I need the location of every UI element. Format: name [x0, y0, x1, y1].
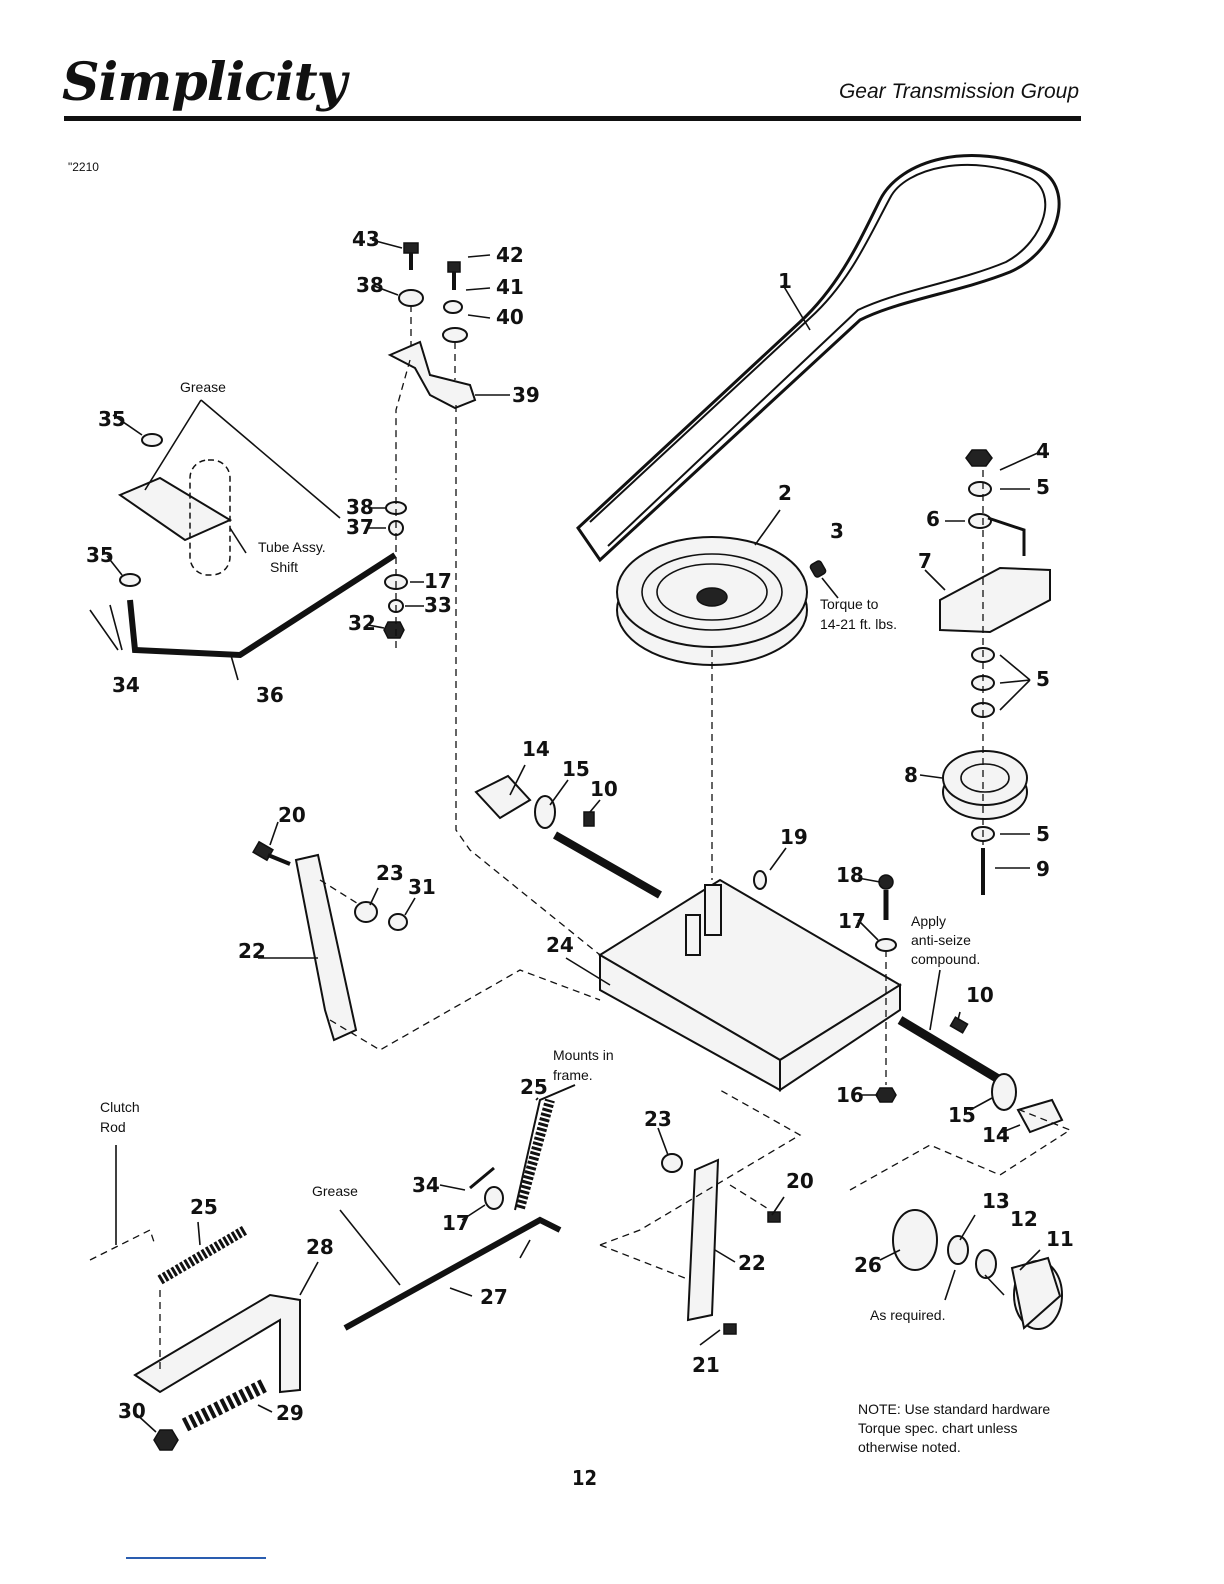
part-number: 22 [738, 1251, 766, 1275]
leader-lines [89, 239, 1041, 1433]
part-number: 13 [982, 1189, 1010, 1213]
section-title: Gear Transmission Group [838, 80, 1079, 103]
callout-rod: Rod [100, 1119, 126, 1135]
part-number: 5 [1036, 475, 1050, 499]
idler-stack [939, 449, 1051, 895]
callout-tube-shift: Shift [270, 559, 298, 575]
part-number: 15 [948, 1103, 976, 1127]
part-number: 21 [692, 1353, 720, 1377]
part-number: 27 [480, 1285, 508, 1309]
callout-torque-value: 14-21 ft. lbs. [820, 616, 897, 632]
callout-clutch: Clutch [100, 1099, 140, 1115]
shift-fastener-stack [383, 485, 408, 650]
page-number: 12 [572, 1466, 598, 1490]
part-number: 12 [1010, 1207, 1038, 1231]
transmission-part [553, 831, 1003, 1092]
part-number: 1 [778, 269, 792, 293]
header-rule [64, 116, 1081, 121]
callout-apply: Apply [911, 913, 946, 929]
callout-compound: compound. [911, 951, 980, 967]
part-number: 20 [278, 803, 306, 827]
callout-torque: Torque to [820, 596, 879, 612]
part-number: 28 [306, 1235, 334, 1259]
note-line-2: Torque spec. chart unless [858, 1420, 1018, 1436]
part-number: 34 [412, 1173, 440, 1197]
bracket-22-right [686, 1158, 720, 1322]
callout-mounts: Mounts in [553, 1047, 614, 1063]
callout-grease-bottom: Grease [312, 1183, 358, 1199]
part-number: 16 [836, 1083, 864, 1107]
bracket-hardware [252, 840, 781, 1335]
callout-frame: frame. [553, 1067, 593, 1083]
top-bracket-parts [387, 242, 601, 956]
part-number: 10 [966, 983, 994, 1007]
part-number: 17 [838, 909, 866, 933]
part-number: 17 [424, 569, 452, 593]
part-number: 5 [1036, 667, 1050, 691]
part-number: 20 [786, 1169, 814, 1193]
clutch-linkage [89, 1084, 576, 1451]
callout-tube-assy: Tube Assy. [258, 539, 326, 555]
left-axle-parts [474, 774, 595, 829]
part-number: 5 [1036, 822, 1050, 846]
part-number: 18 [836, 863, 864, 887]
part-number: 24 [546, 933, 574, 957]
part-number: 23 [376, 861, 404, 885]
part-number: 8 [904, 763, 918, 787]
part-number: 23 [644, 1107, 672, 1131]
part-number: 41 [496, 275, 524, 299]
callout-as-required: As required. [870, 1307, 945, 1323]
part-number: 14 [982, 1123, 1010, 1147]
note-line-3: otherwise noted. [858, 1439, 961, 1455]
bearing-parts [892, 1209, 1063, 1330]
model-number: "2210 [68, 160, 99, 174]
bracket-22-left [294, 853, 358, 1042]
part-number: 6 [926, 507, 940, 531]
part-number: 35 [98, 407, 126, 431]
part-number: 17 [442, 1211, 470, 1235]
part-number: 25 [520, 1075, 548, 1099]
part-number: 42 [496, 243, 524, 267]
part-number: 15 [562, 757, 590, 781]
part-number: 40 [496, 305, 524, 329]
part-number-labels: 1 2 3 4 5 5 5 6 7 8 9 10 10 11 12 13 14 … [86, 227, 1074, 1425]
callout-grease-top: Grease [180, 379, 226, 395]
shift-lever-parts [117, 433, 397, 659]
part-number: 36 [256, 683, 284, 707]
part-number: 38 [346, 495, 374, 519]
part-number: 2 [778, 481, 792, 505]
callout-anti-seize: anti-seize [911, 932, 971, 948]
part-number: 31 [408, 875, 436, 899]
part-number: 35 [86, 543, 114, 567]
part-number: 22 [238, 939, 266, 963]
part-number: 33 [424, 593, 452, 617]
part-number: 32 [348, 611, 376, 635]
note-line-1: NOTE: Use standard hardware [858, 1401, 1050, 1417]
part-number: 14 [522, 737, 550, 761]
brand-logo: Simplicity [62, 52, 347, 113]
part-number: 30 [118, 1399, 146, 1423]
part-number: 4 [1036, 439, 1050, 463]
part-number: 11 [1046, 1227, 1074, 1251]
v-belt-part [576, 154, 1061, 563]
part-number: 43 [352, 227, 380, 251]
part-number: 38 [356, 273, 384, 297]
part-number: 7 [918, 549, 932, 573]
part-number: 39 [512, 383, 540, 407]
part-number: 19 [780, 825, 808, 849]
part-number: 25 [190, 1195, 218, 1219]
part-number: 34 [112, 673, 140, 697]
right-axle-parts [875, 874, 1064, 1134]
set-screw-part [809, 560, 827, 578]
part-number: 10 [590, 777, 618, 801]
part-number: 26 [854, 1253, 882, 1277]
footer-link-underline[interactable] [126, 1557, 266, 1559]
pulley-part [616, 536, 808, 666]
part-number: 37 [346, 515, 374, 539]
part-number: 9 [1036, 857, 1050, 881]
part-number: 3 [830, 519, 844, 543]
part-number: 29 [276, 1401, 304, 1425]
